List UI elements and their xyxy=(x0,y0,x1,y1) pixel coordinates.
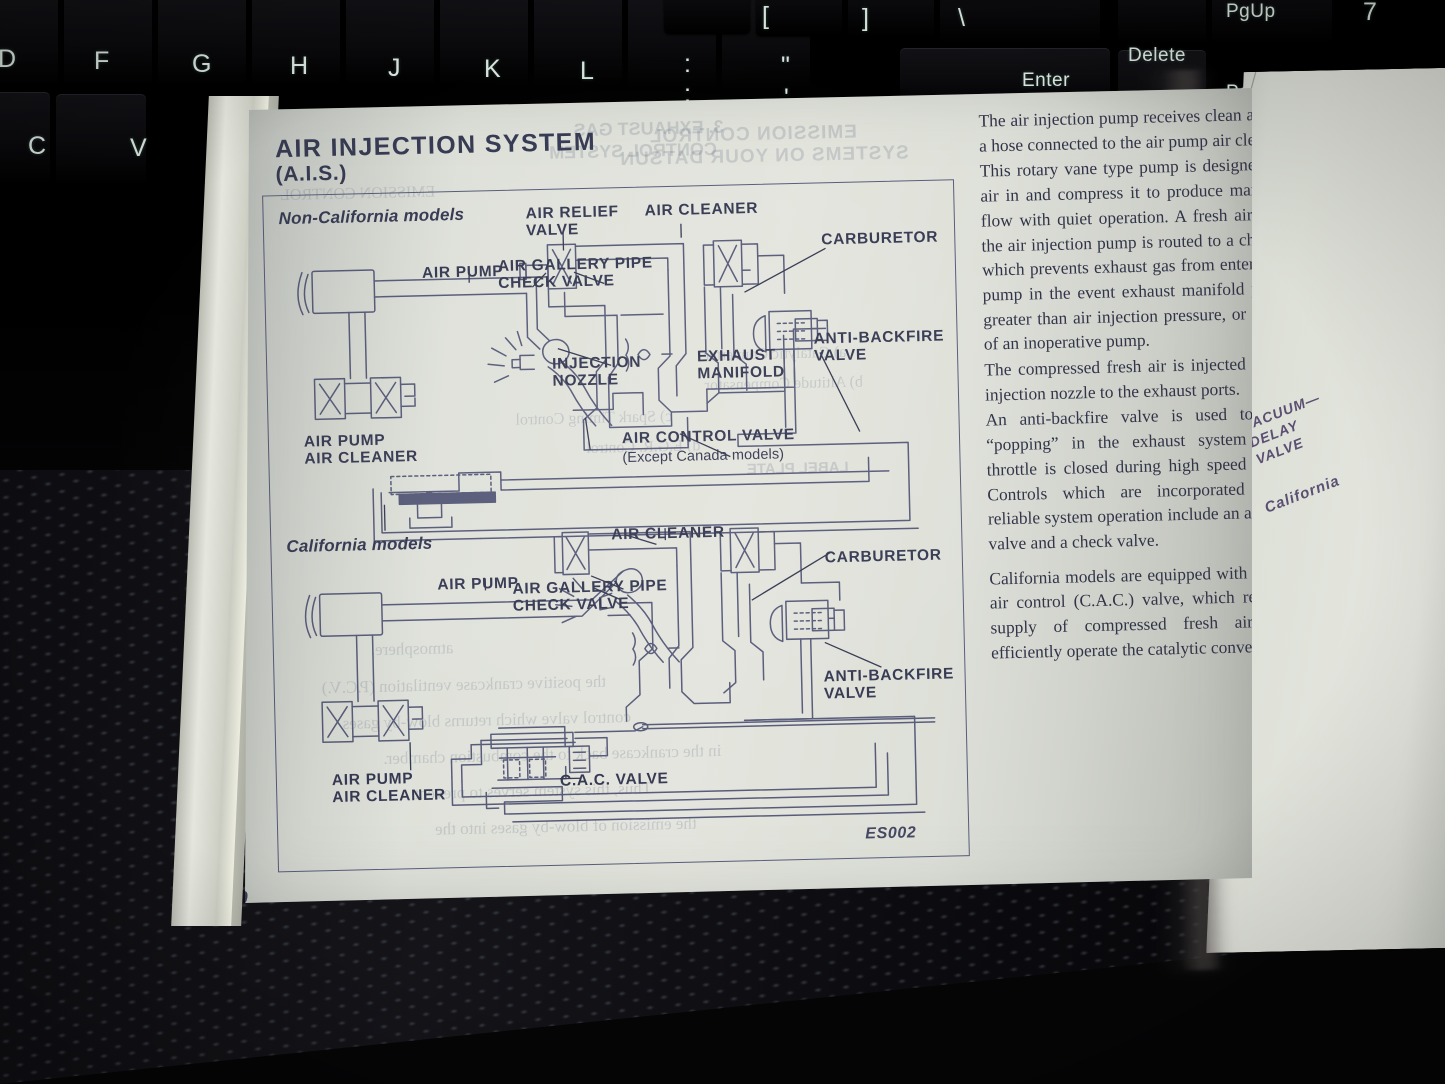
key-enter-top[interactable] xyxy=(940,0,1100,44)
figure-code: ES002 xyxy=(865,824,917,843)
key-backslash[interactable] xyxy=(848,0,934,38)
diagram-california xyxy=(270,501,968,867)
key-pgup[interactable] xyxy=(1118,0,1206,44)
key-j[interactable] xyxy=(346,0,434,86)
page-subtitle: (A.I.S.) xyxy=(275,161,348,187)
key-label-d: D xyxy=(0,45,17,73)
key-label-enter: Enter xyxy=(1022,70,1070,91)
key-label-c: C xyxy=(28,132,47,160)
key-label-doublequote: " xyxy=(781,52,791,80)
key-label-j: J xyxy=(388,54,401,82)
key-v[interactable] xyxy=(56,94,146,186)
key-7[interactable] xyxy=(1212,0,1332,44)
key-label-bracket-right: ] xyxy=(862,4,870,32)
diagram-non-california xyxy=(262,179,960,545)
key-l[interactable] xyxy=(534,0,622,86)
leader-lines-non-california xyxy=(262,179,960,545)
key-label-bracket-left: [ xyxy=(762,2,770,30)
page-title: AIR INJECTION SYSTEM xyxy=(274,127,597,164)
left-page-content: EMISSION CONTROL SYSTEMS ON YOUR DATSUN … xyxy=(245,88,1252,903)
laptop-keyboard: D F G H J K L : ; " ' C V [ ] \ Enter De… xyxy=(0,0,1445,190)
key-label-v: V xyxy=(130,134,148,162)
key-label-pgup: PgUp xyxy=(1226,1,1276,22)
open-manual: EXHAUST GAS RE VACUUM— DELAY VALVE Calif… xyxy=(22,70,1442,971)
left-page: EMISSION CONTROL SYSTEMS ON YOUR DATSUN … xyxy=(245,88,1252,903)
key-label-backslash: \ xyxy=(958,4,966,32)
key-label-k: K xyxy=(484,55,502,83)
key-d[interactable] xyxy=(0,0,58,86)
key-g[interactable] xyxy=(158,0,246,86)
key-bracket-right[interactable] xyxy=(756,0,842,36)
key-c[interactable] xyxy=(0,92,50,184)
key-f[interactable] xyxy=(64,0,152,86)
key-k[interactable] xyxy=(440,0,528,86)
key-label-g: G xyxy=(192,50,212,78)
key-label-semicolon: ; xyxy=(684,80,692,108)
key-label-l: L xyxy=(580,57,595,85)
key-label-7: 7 xyxy=(1363,0,1378,26)
key-label-f: F xyxy=(94,47,110,75)
key-label-h: H xyxy=(290,52,309,80)
key-label-apostrophe: ' xyxy=(784,84,790,112)
bleedthrough-section-heading: 3. EXHAUST GAS xyxy=(573,116,724,141)
key-label-delete: Delete xyxy=(1128,45,1186,66)
key-label-colon: : xyxy=(684,50,692,78)
key-h[interactable] xyxy=(252,0,340,86)
key-bracket-left[interactable] xyxy=(664,0,750,34)
leader-lines-california xyxy=(270,501,968,867)
